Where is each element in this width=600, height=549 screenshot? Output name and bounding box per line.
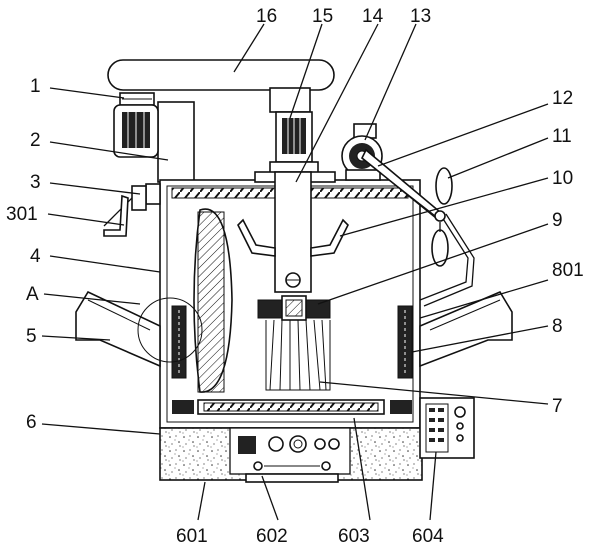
adjust-knob — [103, 183, 161, 237]
label-16: 16 — [256, 6, 277, 27]
label-A: A — [26, 284, 39, 305]
left-roller — [193, 208, 233, 393]
support-post — [157, 101, 195, 183]
linkage-arm — [360, 148, 475, 307]
label-8: 8 — [552, 316, 563, 337]
side-motor — [113, 92, 159, 158]
label-7: 7 — [552, 396, 563, 417]
label-2: 2 — [30, 130, 41, 151]
label-9: 9 — [552, 210, 563, 231]
control-box — [419, 397, 475, 459]
label-603: 603 — [338, 526, 370, 547]
label-13: 13 — [410, 6, 431, 27]
central-shaft — [274, 171, 312, 293]
rear-motor — [341, 123, 383, 181]
label-4: 4 — [30, 246, 41, 267]
label-14: 14 — [362, 6, 384, 27]
top-motor — [269, 111, 319, 175]
leader-lines — [41, 23, 549, 521]
label-1: 1 — [30, 76, 41, 97]
label-10: 10 — [552, 168, 573, 189]
label-6: 6 — [26, 412, 37, 433]
label-5: 5 — [26, 326, 37, 347]
base-block — [159, 427, 423, 483]
top-handle-bar — [107, 59, 335, 113]
label-301: 301 — [6, 204, 38, 225]
right-brush — [397, 305, 413, 379]
label-602: 602 — [256, 526, 288, 547]
cutting-plates — [265, 319, 331, 391]
label-604: 604 — [412, 526, 444, 547]
label-15: 15 — [312, 6, 333, 27]
baffle-arms — [237, 218, 349, 257]
bottom-conveyor — [172, 399, 412, 415]
label-12: 12 — [552, 88, 573, 109]
label-3: 3 — [30, 172, 41, 193]
label-601: 601 — [176, 526, 208, 547]
right-chute — [419, 290, 513, 368]
label-801: 801 — [552, 260, 584, 281]
label-11: 11 — [552, 126, 572, 147]
blade-block — [257, 295, 331, 321]
part-labels: 1 2 3 301 4 A 5 6 601 602 603 604 7 8 80… — [6, 6, 584, 547]
left-brush — [171, 305, 187, 379]
